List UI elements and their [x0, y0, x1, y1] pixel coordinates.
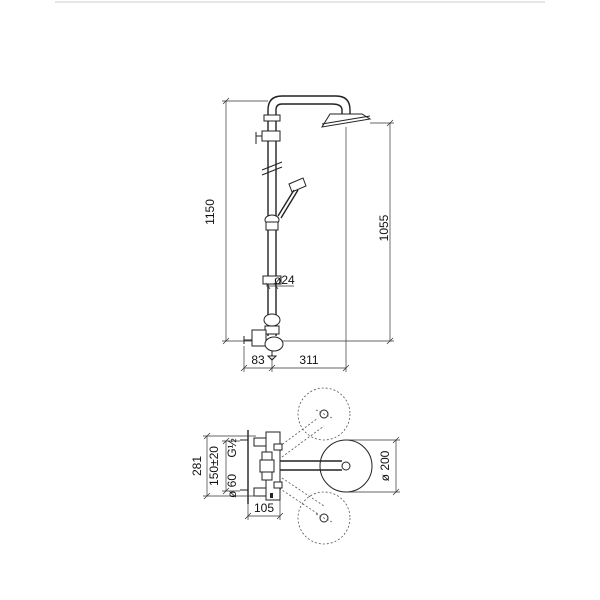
- dim-thread-label: G½: [225, 438, 239, 457]
- dim-bottom-horizontal: [240, 346, 350, 372]
- dim-overall-label: 281: [190, 456, 204, 476]
- dim-depth-label: 105: [254, 501, 274, 515]
- dim-total-height: [222, 97, 268, 345]
- hand-shower: [264, 177, 307, 231]
- dim-head-reach-label: 311: [299, 353, 318, 367]
- dim-depth: [244, 500, 284, 520]
- rotation-circle-lower: [297, 491, 351, 545]
- dim-pipe-diameter-label: ø24: [274, 273, 295, 287]
- rotation-circle-upper: [297, 387, 351, 441]
- dim-overall: [203, 432, 256, 500]
- dim-head-height-label: 1055: [377, 214, 391, 241]
- plan-view: 281 150±20 G½ ø 60 105: [190, 387, 400, 545]
- dim-head-height: [282, 119, 394, 345]
- side-view: 1150 1055 ø24 83 311: [203, 95, 394, 372]
- dim-head-diameter: [346, 436, 400, 496]
- dim-wall-offset-label: 83: [251, 353, 265, 367]
- dim-pipe-diameter: [265, 282, 294, 290]
- dim-head-diameter-label: ø 200: [378, 450, 392, 481]
- dim-total-height-label: 1150: [203, 199, 217, 225]
- dim-escutcheon-label: ø 60: [225, 474, 239, 498]
- shower-head-plan: [319, 439, 373, 493]
- dim-center-label: 150±20: [207, 446, 221, 486]
- dim-center: [222, 437, 240, 495]
